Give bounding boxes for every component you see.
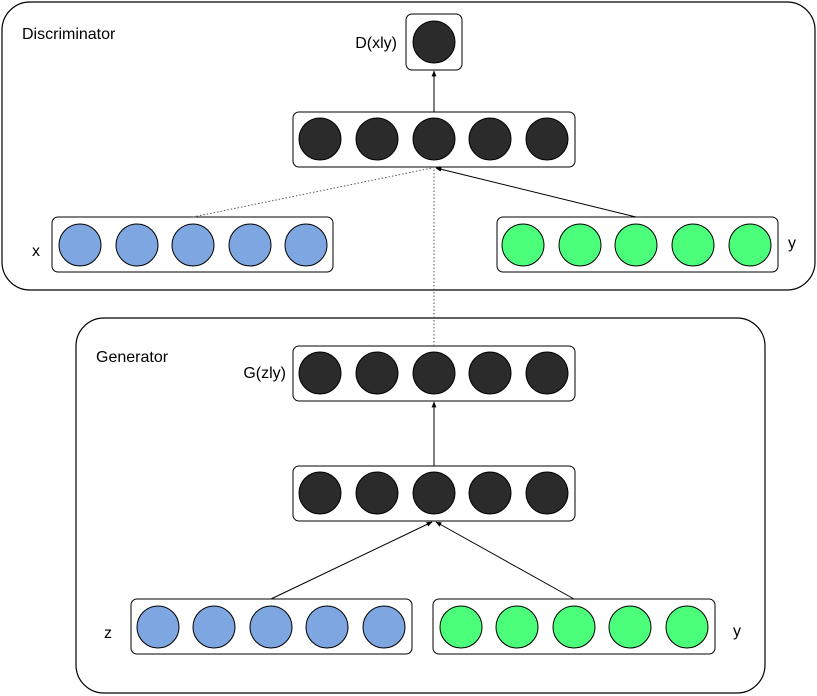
- edge-y-to-hidden: [435, 166, 637, 218]
- generator-output-label: G(zly): [243, 365, 286, 382]
- generator-hidden-node: [412, 471, 456, 515]
- generator-hidden-node: [525, 471, 569, 515]
- generator-y-node: [608, 605, 652, 649]
- generator-output-node: [412, 351, 456, 395]
- discriminator-y-node: [614, 223, 658, 267]
- discriminator-hidden-node: [525, 117, 569, 161]
- generator-z-node: [305, 605, 349, 649]
- edge-z-to-gen-hidden: [270, 521, 433, 600]
- generator-output-node: [468, 351, 512, 395]
- generator-z-label: z: [104, 625, 112, 642]
- discriminator-title: Discriminator: [22, 26, 116, 43]
- generator-hidden-node: [355, 471, 399, 515]
- discriminator-output-node: [412, 20, 456, 64]
- generator-title: Generator: [96, 349, 169, 366]
- discriminator-x-input-layer: [51, 216, 334, 273]
- discriminator-output-label: D(xly): [355, 35, 397, 52]
- discriminator-y-input-layer: [496, 216, 779, 273]
- discriminator-hidden-layer: [292, 111, 576, 168]
- discriminator-panel: Discriminator D(xly) x: [1, 1, 816, 291]
- discriminator-x-node: [228, 223, 272, 267]
- discriminator-x-node: [115, 223, 159, 267]
- discriminator-hidden-node: [412, 117, 456, 161]
- generator-output-layer: [292, 345, 576, 402]
- generator-y-node: [665, 605, 709, 649]
- discriminator-y-node: [558, 223, 602, 267]
- discriminator-y-label: y: [788, 235, 796, 252]
- generator-output-node: [298, 351, 342, 395]
- generator-z-input-layer: [130, 598, 413, 655]
- discriminator-hidden-node: [298, 117, 342, 161]
- generator-y-label: y: [733, 623, 741, 640]
- discriminator-hidden-node: [468, 117, 512, 161]
- generator-y-node: [552, 605, 596, 649]
- generator-output-node: [355, 351, 399, 395]
- generator-y-input-layer: [432, 598, 716, 655]
- generator-hidden-layer: [292, 465, 576, 522]
- generator-y-node: [495, 605, 539, 649]
- discriminator-y-node: [728, 223, 772, 267]
- discriminator-x-node: [58, 223, 102, 267]
- discriminator-output-layer: [405, 13, 463, 71]
- generator-y-node: [439, 605, 483, 649]
- generator-z-node: [362, 605, 406, 649]
- discriminator-y-node: [671, 223, 715, 267]
- edge-x-to-hidden: [192, 167, 433, 218]
- discriminator-x-node: [171, 223, 215, 267]
- generator-hidden-node: [468, 471, 512, 515]
- generator-panel: Generator G(zly) z: [75, 317, 766, 694]
- generator-output-node: [525, 351, 569, 395]
- generator-z-node: [136, 605, 180, 649]
- discriminator-y-node: [501, 223, 545, 267]
- discriminator-x-label: x: [32, 243, 40, 260]
- generator-hidden-node: [298, 471, 342, 515]
- discriminator-hidden-node: [355, 117, 399, 161]
- discriminator-x-node: [284, 223, 328, 267]
- generator-z-node: [249, 605, 293, 649]
- generator-z-node: [192, 605, 236, 649]
- edge-y-to-gen-hidden: [435, 521, 575, 600]
